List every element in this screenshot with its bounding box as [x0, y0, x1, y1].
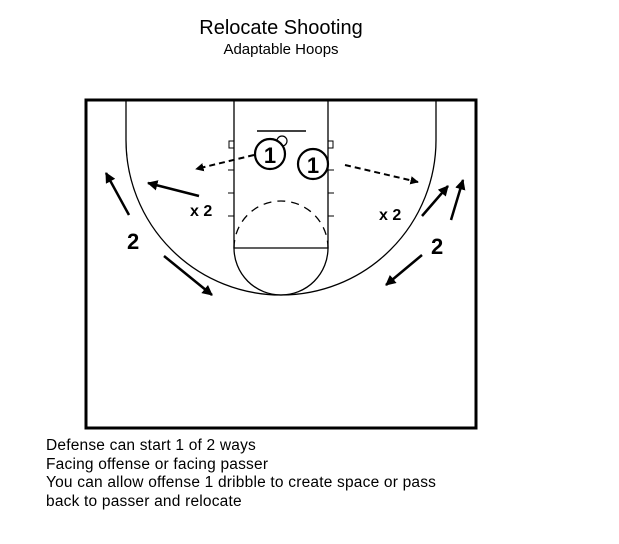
pass-arrow-right — [344, 164, 419, 185]
wing-label-left: 2 — [127, 229, 139, 254]
defender-label-left: x 2 — [190, 203, 212, 220]
player-label: 1 — [307, 153, 319, 178]
defender-arrow-right-2 — [449, 178, 466, 221]
lane-marks — [228, 140, 334, 217]
free-throw-circle-dashed — [233, 200, 329, 249]
note-line: Defense can start 1 of 2 ways — [46, 437, 256, 454]
free-throw-lane — [233, 101, 329, 249]
wing-arrow-left-down — [163, 255, 213, 296]
wing-label-right: 2 — [431, 234, 443, 259]
diagram-subtitle: Adaptable Hoops — [223, 41, 339, 58]
drill-notes: Defense can start 1 of 2 ways Facing off… — [46, 437, 436, 511]
note-line: back to passer and relocate — [46, 492, 242, 510]
note-line: You can allow offense 1 dribble to creat… — [46, 474, 437, 491]
free-throw-circle — [233, 247, 329, 296]
player-label: 1 — [264, 143, 276, 168]
pass-arrow-left — [195, 154, 255, 172]
player-offense-1-left: 1 — [253, 137, 287, 171]
diagram-title: Relocate Shooting — [199, 17, 363, 39]
defender-label-right: x 2 — [379, 207, 401, 224]
wing-arrow-right-down — [385, 254, 423, 286]
court-boundary — [84, 98, 478, 430]
defender-arrow-left — [146, 180, 200, 198]
defender-arrow-right-1 — [421, 185, 449, 217]
wing-arrow-left-up — [104, 172, 131, 216]
player-offense-1-right: 1 — [296, 147, 330, 181]
note-line: Facing offense or facing passer — [46, 455, 269, 473]
three-point-line — [125, 101, 437, 296]
